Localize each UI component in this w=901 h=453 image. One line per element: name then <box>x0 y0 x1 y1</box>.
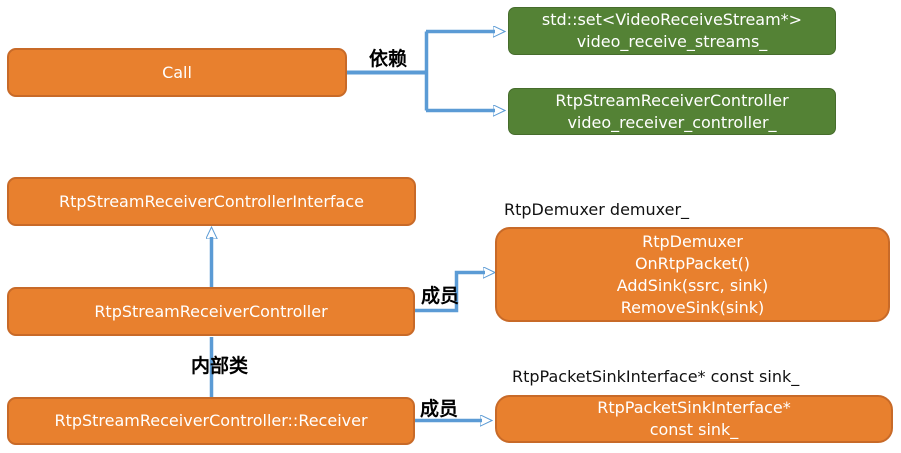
node-controller-interface: RtpStreamReceiverControllerInterface <box>7 177 416 226</box>
sink-title: RtpPacketSinkInterface* const sink_ <box>512 367 800 386</box>
node-controller: RtpStreamReceiverController <box>7 287 415 336</box>
node-call: Call <box>7 48 347 97</box>
label-depends: 依赖 <box>369 48 408 70</box>
node-demuxer-line2: OnRtpPacket() <box>634 253 751 273</box>
node-video-receiver-controller-line1: RtpStreamReceiverController <box>555 90 789 110</box>
node-video-receiver-controller: RtpStreamReceiverController video_receiv… <box>508 88 836 135</box>
node-call-label: Call <box>162 62 192 82</box>
label-inner-class: 内部类 <box>191 355 249 377</box>
node-video-receive-streams-line2: video_receive_streams_ <box>576 32 768 51</box>
demuxer-title: RtpDemuxer demuxer_ <box>504 200 690 219</box>
node-sink-line1: RtpPacketSinkInterface* <box>597 398 791 417</box>
node-sink-line2: const sink_ <box>649 420 739 439</box>
node-video-receive-streams: std::set<VideoReceiveStream*> video_rece… <box>508 7 836 55</box>
edge-member-demuxer <box>415 273 485 313</box>
node-demuxer: RtpDemuxer OnRtpPacket() AddSink(ssrc, s… <box>495 227 890 322</box>
node-receiver-label: RtpStreamReceiverController::Receiver <box>54 411 368 430</box>
node-controller-label: RtpStreamReceiverController <box>94 301 328 321</box>
node-demuxer-line3: AddSink(ssrc, sink) <box>616 275 769 295</box>
label-member-sink: 成员 <box>420 398 459 420</box>
label-member-demuxer: 成员 <box>421 285 460 307</box>
node-video-receive-streams-line1: std::set<VideoReceiveStream*> <box>541 10 803 29</box>
node-controller-interface-label: RtpStreamReceiverControllerInterface <box>59 191 364 211</box>
node-demuxer-line1: RtpDemuxer <box>642 231 743 251</box>
node-receiver: RtpStreamReceiverController::Receiver <box>7 397 415 445</box>
node-demuxer-line4: RemoveSink(sink) <box>620 297 765 317</box>
node-sink: RtpPacketSinkInterface* const sink_ <box>495 395 893 443</box>
node-video-receiver-controller-line2: video_receiver_controller_ <box>567 112 777 132</box>
